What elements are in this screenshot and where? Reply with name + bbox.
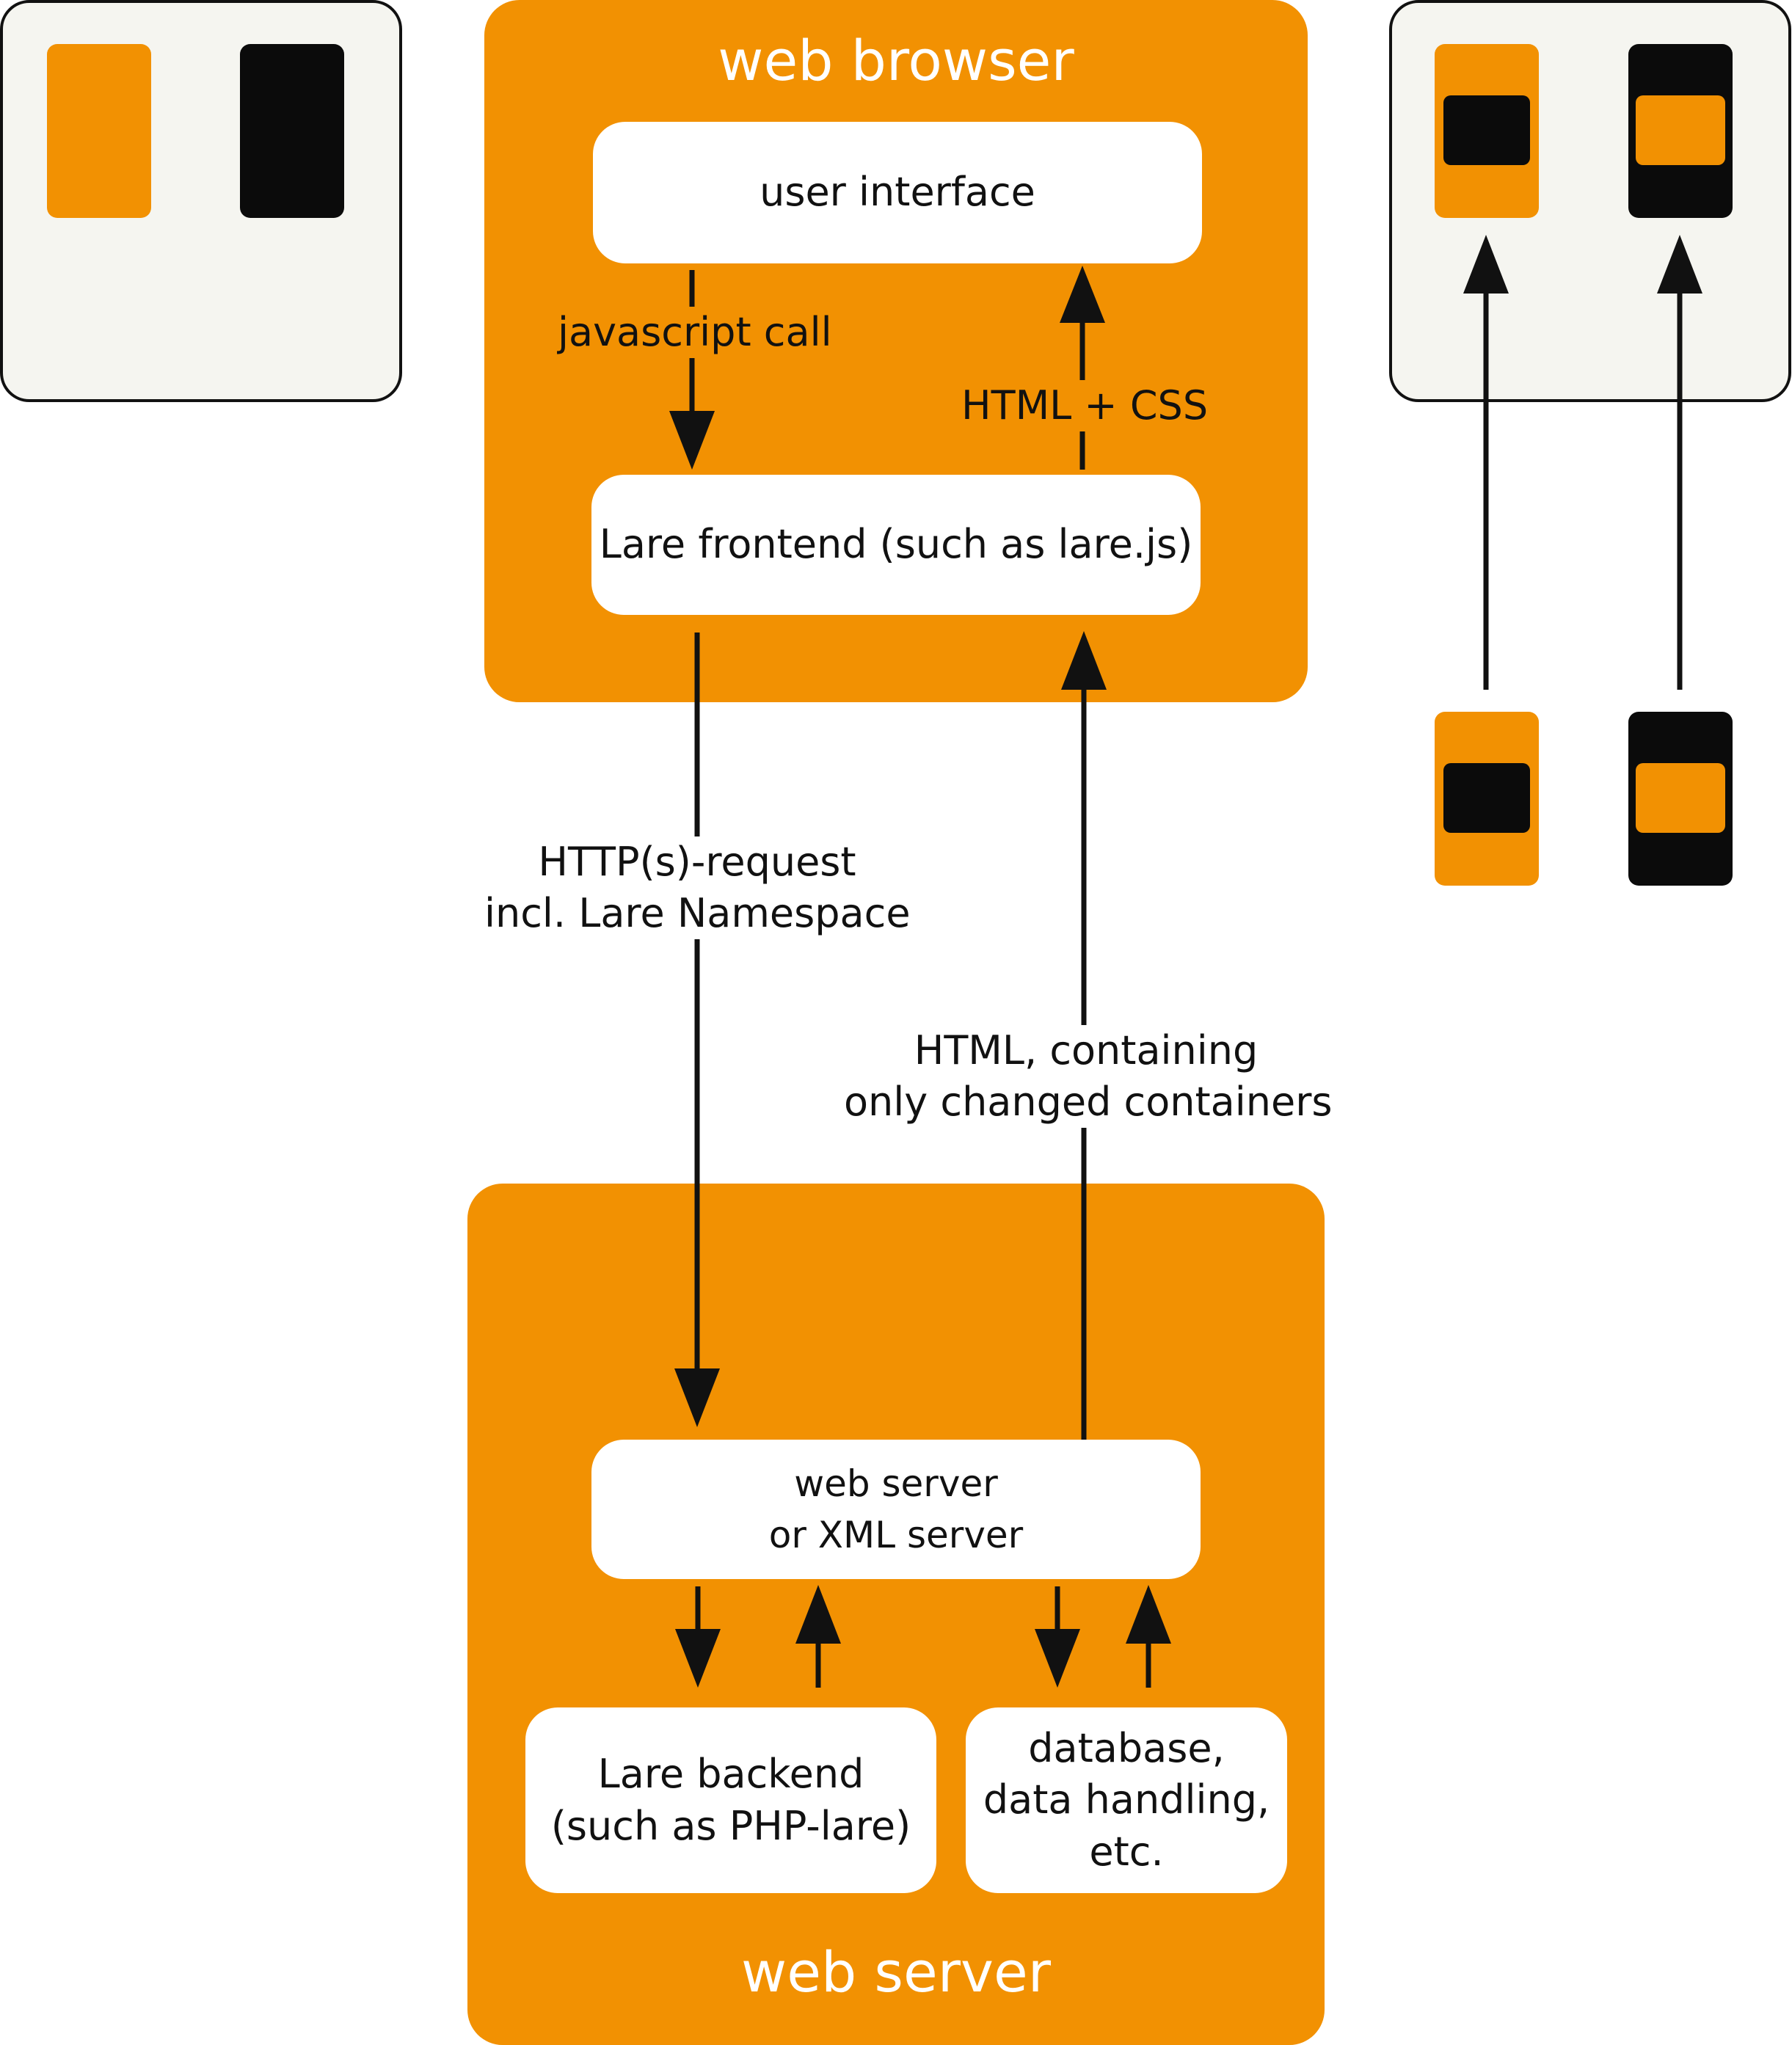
http-request-label: HTTP(s)-request incl. Lare Namespace [477,836,917,940]
js-call-arrowhead [669,411,715,470]
http-request-line1: HTTP(s)-request [538,839,856,885]
html-response-arrowhead [1061,631,1107,690]
http-request-arrowhead [674,1368,720,1427]
database-line2: data handling, [983,1776,1270,1823]
black-inner-block-top [1443,95,1530,165]
html-response-label: HTML, containing only changed containers [837,1025,1336,1129]
web-server-box: web server or XML server [591,1440,1201,1579]
orange-inner-block-bottom [1636,763,1725,833]
lare-frontend-label: Lare frontend (such as lare.js) [599,521,1193,568]
user-interface-box: user interface [593,122,1202,263]
database-up-arrowhead [1126,1585,1171,1644]
database-down-arrowhead [1035,1629,1080,1688]
lare-frontend-box: Lare frontend (such as lare.js) [591,475,1201,615]
backend-down-arrowhead [675,1629,721,1688]
orange-container-tile [47,44,151,218]
web-browser-title: web browser [718,28,1074,93]
orange-inner-block-top [1636,95,1725,165]
lare-backend-box: Lare backend (such as PHP-lare) [525,1707,936,1893]
lare-backend-line2: (such as PHP-lare) [550,1802,911,1849]
database-box: database, data handling, etc. [966,1707,1287,1893]
html-response-line1: HTML, containing [914,1027,1259,1073]
web-server-box-line2: or XML server [768,1514,1024,1556]
http-request-line2: incl. Lare Namespace [484,890,911,937]
web-server-title: web server [741,1939,1051,2005]
black-container-tile [240,44,344,218]
database-line3: etc. [1089,1828,1164,1875]
html-css-arrowhead [1060,266,1105,323]
html-css-label: HTML + CSS [961,380,1208,432]
backend-up-arrowhead [795,1585,841,1644]
legend-right-arrowhead [1657,235,1702,294]
legend-left-arrowhead [1463,235,1509,294]
web-server-panel: web server [467,1184,1325,2045]
js-call-label: javascript call [558,307,832,359]
user-interface-label: user interface [760,169,1035,216]
database-line1: database, [1028,1725,1225,1772]
web-server-box-line1: web server [794,1462,998,1505]
html-response-line2: only changed containers [844,1079,1333,1126]
lare-backend-line1: Lare backend [597,1751,864,1798]
black-inner-block-bottom [1443,763,1530,833]
